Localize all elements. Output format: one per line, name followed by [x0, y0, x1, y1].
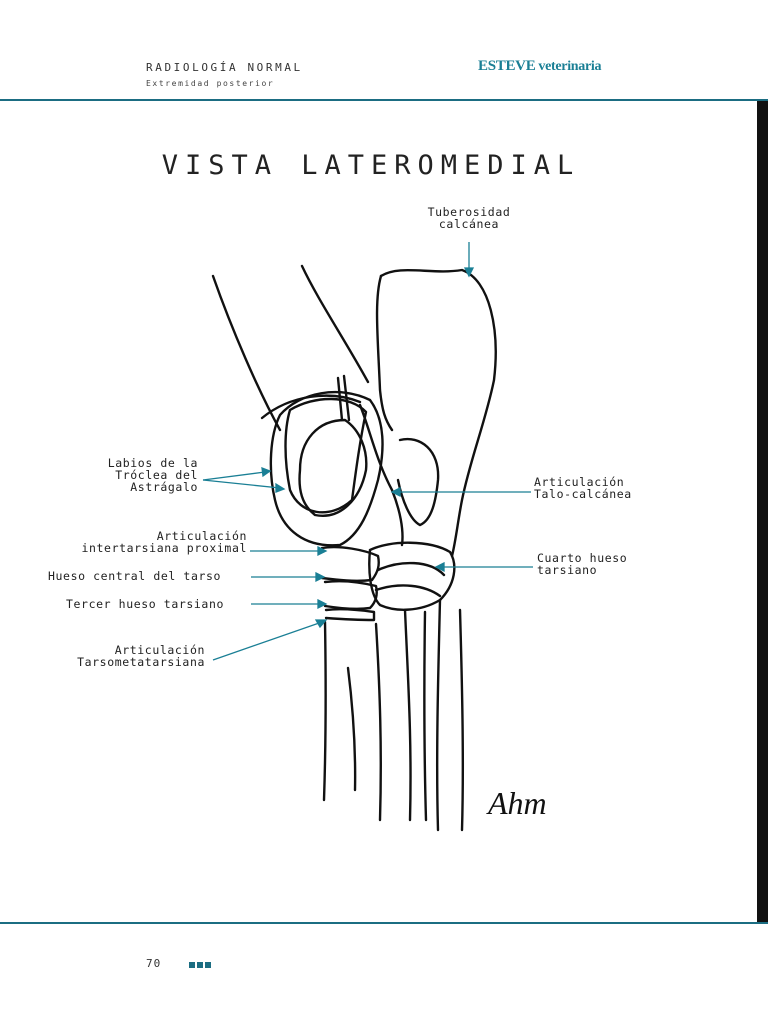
label-labios: Labios de la Tróclea del Astrágalo — [60, 457, 198, 493]
side-bar — [757, 101, 768, 922]
label-line: intertarsiana proximal — [81, 541, 247, 555]
label-talo-calcanea: Articulación Talo-calcánea — [534, 476, 632, 500]
header-rule — [0, 99, 768, 101]
label-tuberosidad: Tuberosidad calcánea — [414, 206, 524, 230]
brand-sub: veterinaria — [538, 59, 602, 74]
signature: Ahm — [488, 785, 547, 821]
footer-dots — [189, 962, 211, 968]
label-intertarsiana: Articulación intertarsiana proximal — [40, 530, 247, 554]
label-line: Talo-calcánea — [534, 487, 632, 501]
page-title: VISTA LATEROMEDIAL — [161, 150, 581, 181]
label-line: Articulación — [156, 529, 247, 543]
page-number: 70 — [146, 957, 162, 970]
label-line: calcánea — [438, 217, 500, 231]
header-subtitle: Extremidad posterior — [146, 79, 275, 88]
label-line: Cuarto hueso — [537, 551, 628, 565]
brand-main: ESTEVE — [478, 58, 536, 74]
label-line: Articulación — [534, 475, 625, 489]
footer-rule — [0, 922, 768, 924]
label-line: Articulación — [114, 643, 205, 657]
label-line: Tarsometatarsiana — [77, 655, 205, 669]
label-line: Labios de la — [107, 456, 198, 470]
label-line: Tróclea del — [115, 468, 198, 482]
header-title: RADIOLOGÍA NORMAL — [146, 61, 303, 74]
label-line: tarsiano — [537, 563, 598, 577]
label-line: Tuberosidad — [427, 205, 511, 219]
label-cuarto: Cuarto hueso tarsiano — [537, 552, 627, 576]
label-central: Hueso central del tarso — [48, 569, 222, 583]
label-line: Astrágalo — [130, 480, 198, 494]
label-tercer: Tercer hueso tarsiano — [66, 597, 224, 611]
label-tarsometatarsiana: Articulación Tarsometatarsiana — [40, 644, 205, 668]
